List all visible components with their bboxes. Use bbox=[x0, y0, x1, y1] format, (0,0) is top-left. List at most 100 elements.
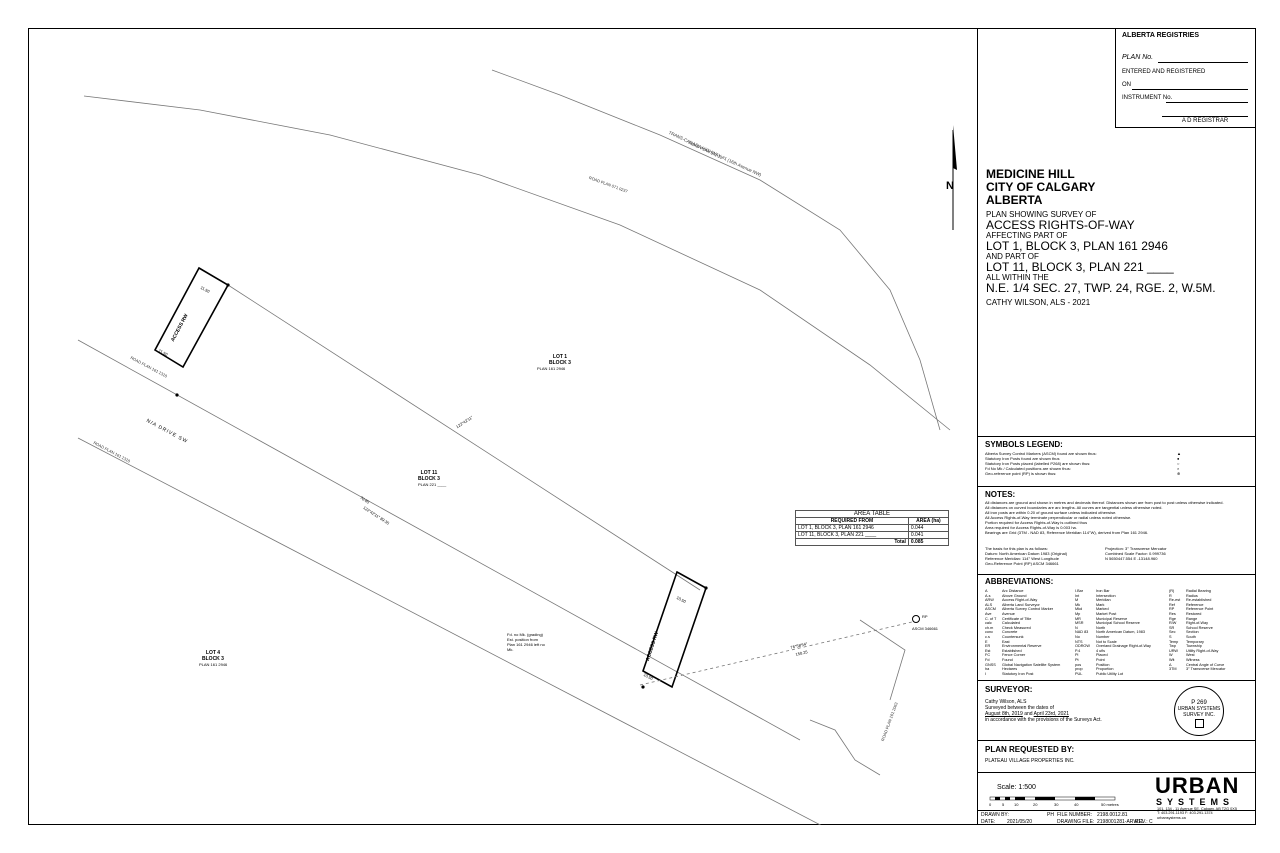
company-address: 101, 134 - 11 Avenue SE, Calgary, AB T2G… bbox=[1157, 807, 1237, 820]
abbreviation-item: Iron Bar bbox=[1096, 589, 1110, 593]
title-line-8: AND PART OF bbox=[986, 252, 1039, 261]
road-plan-east bbox=[809, 719, 881, 776]
abbreviation-item: Alberta Survey Control Marker bbox=[1002, 607, 1054, 612]
abbreviation-item: West bbox=[1186, 653, 1195, 658]
title-line-11: N.E. 1/4 SEC. 27, TWP. 24, RGE. 2, W.5M. bbox=[986, 281, 1216, 295]
abbreviation-item: conc bbox=[985, 630, 994, 635]
highway-boundary-line bbox=[491, 69, 941, 431]
lot-boundary-upper bbox=[77, 339, 801, 741]
symbols-legend: SYMBOLS LEGEND: Alberta Survey Control M… bbox=[977, 436, 1256, 486]
lot11-plan: PLAN 221 ____ bbox=[418, 482, 447, 487]
title-line-3: ALBERTA bbox=[986, 193, 1043, 207]
abbreviation-item: C. of T bbox=[985, 616, 997, 621]
title-line-6: AFFECTING PART OF bbox=[986, 231, 1068, 240]
abbreviation-item: Reference Point bbox=[1186, 607, 1214, 612]
lot-boundary-lower bbox=[77, 437, 822, 825]
abbreviation-item: Res bbox=[1169, 611, 1176, 616]
rp-label: RP bbox=[922, 614, 928, 619]
abbreviation-item: Concrete bbox=[1002, 630, 1018, 635]
on-label: ON bbox=[1122, 82, 1131, 88]
abbreviation-item: R/W bbox=[1169, 621, 1177, 626]
title-block-column bbox=[977, 28, 1256, 825]
requested-name: PLATEAU VILLAGE PROPERTIES INC. bbox=[985, 758, 1075, 764]
abbreviation-item: A.s bbox=[985, 593, 991, 598]
company-logo: URBAN bbox=[1155, 773, 1240, 798]
scale-bar bbox=[989, 796, 1116, 801]
abbreviation-item: Established bbox=[1002, 648, 1022, 653]
instrument-label: INSTRUMENT No. bbox=[1122, 95, 1173, 101]
lot4-plan: PLAN 161 2946 bbox=[199, 662, 228, 667]
surveyor-details: Cathy Wilson, ALS Surveyed between the d… bbox=[985, 699, 1102, 723]
abbreviation-item: North American Datum, 1983 bbox=[1096, 630, 1145, 635]
abbreviation-item: Public Utility Lot bbox=[1096, 671, 1124, 676]
abbreviation-item: Range bbox=[1186, 616, 1198, 621]
abbreviation-item: PUL bbox=[1075, 671, 1083, 676]
abbreviation-item: North bbox=[1096, 625, 1106, 630]
abbreviation-item: ch.m bbox=[985, 625, 994, 630]
abbreviation-item: Right-of-Way bbox=[1186, 621, 1209, 626]
abbreviation-item: Countersunk bbox=[1002, 634, 1024, 639]
abbreviation-item: A bbox=[985, 589, 988, 593]
abbreviation-item: Hectares bbox=[1002, 667, 1018, 672]
road-plan-line bbox=[83, 95, 951, 431]
abbreviation-item: Pt bbox=[1075, 657, 1079, 662]
title-line-7: LOT 1, BLOCK 3, PLAN 161 2946 bbox=[986, 239, 1168, 253]
abbreviation-item: Fence Corner bbox=[1002, 653, 1026, 658]
abbreviation-item: Proportion bbox=[1096, 667, 1114, 672]
abbreviation-item: M bbox=[1075, 598, 1079, 603]
abbreviation-item: Environmental Reserve bbox=[1002, 644, 1042, 649]
abbreviation-item: ALS bbox=[985, 602, 993, 607]
title-line-10: ALL WITHIN THE bbox=[986, 273, 1049, 282]
area-table-header-area: AREA (ha) bbox=[907, 517, 950, 525]
abbreviation-item: E bbox=[985, 639, 988, 644]
abbreviation-item: Municipal Reserve bbox=[1096, 616, 1128, 621]
notes-heading: NOTES: bbox=[985, 490, 1016, 499]
title-line-5: ACCESS RIGHTS-OF-WAY bbox=[986, 218, 1135, 232]
abbreviation-item: East bbox=[1002, 639, 1010, 644]
permit-seal: P 269 URBAN SYSTEMS SURVEY INC. bbox=[1174, 686, 1224, 736]
abbreviation-item: SR bbox=[1169, 625, 1175, 630]
abbreviation-item: MR bbox=[1075, 616, 1081, 621]
abbreviation-item: Twp bbox=[1169, 644, 1176, 649]
abbreviation-item: c.s bbox=[985, 634, 990, 639]
abbreviation-item: Re-established bbox=[1186, 598, 1212, 603]
abbreviation-item: pos bbox=[1075, 662, 1082, 667]
drawing-sheet bbox=[28, 28, 1256, 825]
abbreviation-item: FC bbox=[985, 653, 991, 658]
abbreviation-item: Ref bbox=[1169, 602, 1175, 607]
lot1-lot11-boundary bbox=[227, 284, 701, 591]
title-line-12: CATHY WILSON, ALS - 2021 bbox=[986, 298, 1091, 307]
abbreviation-item: Municipal School Reserve bbox=[1096, 621, 1140, 626]
abbreviation-item: Utility Right-of-Way bbox=[1186, 648, 1219, 653]
abbreviation-item: Intersection bbox=[1096, 593, 1116, 598]
symbols-heading: SYMBOLS LEGEND: bbox=[985, 440, 1063, 449]
abbreviation-item: Temporary bbox=[1186, 639, 1204, 644]
fd-note: Fd. no Mk. (grading) Est. position from … bbox=[507, 632, 545, 652]
abbreviation-item: Market Post bbox=[1096, 611, 1117, 616]
abbreviation-item: Marked bbox=[1096, 607, 1109, 612]
scale-ticks: 0 5 10 20 30 40 50 metres bbox=[989, 802, 1119, 807]
basis-right: Projection: 3° Transverse Mercator Combi… bbox=[1105, 546, 1167, 561]
abbreviation-item: Found bbox=[1002, 657, 1013, 662]
abbreviation-item: ODROW bbox=[1075, 644, 1090, 649]
abbreviation-item: Number bbox=[1096, 634, 1110, 639]
title-line-9: LOT 11, BLOCK 3, PLAN 221 ____ bbox=[986, 260, 1174, 274]
abbreviation-item: I.Bar bbox=[1075, 589, 1084, 593]
abbreviation-item: Access Right-of-Way bbox=[1002, 598, 1038, 603]
scale-label: Scale: 1:500 bbox=[997, 784, 1036, 791]
north-label: N bbox=[946, 180, 954, 192]
abbreviation-item: Re-est bbox=[1169, 598, 1181, 603]
title-line-2: CITY OF CALGARY bbox=[986, 180, 1096, 194]
abbreviation-item: Certificate of Title bbox=[1002, 616, 1032, 621]
rp-marker bbox=[912, 615, 920, 623]
abbreviation-item: Fd bbox=[985, 657, 990, 662]
abbreviation-item: RP bbox=[1169, 607, 1175, 612]
table-row: LOT 11, BLOCK 3, PLAN 221 ____0.041 bbox=[795, 531, 950, 539]
abbreviation-item: Mp bbox=[1075, 611, 1081, 616]
